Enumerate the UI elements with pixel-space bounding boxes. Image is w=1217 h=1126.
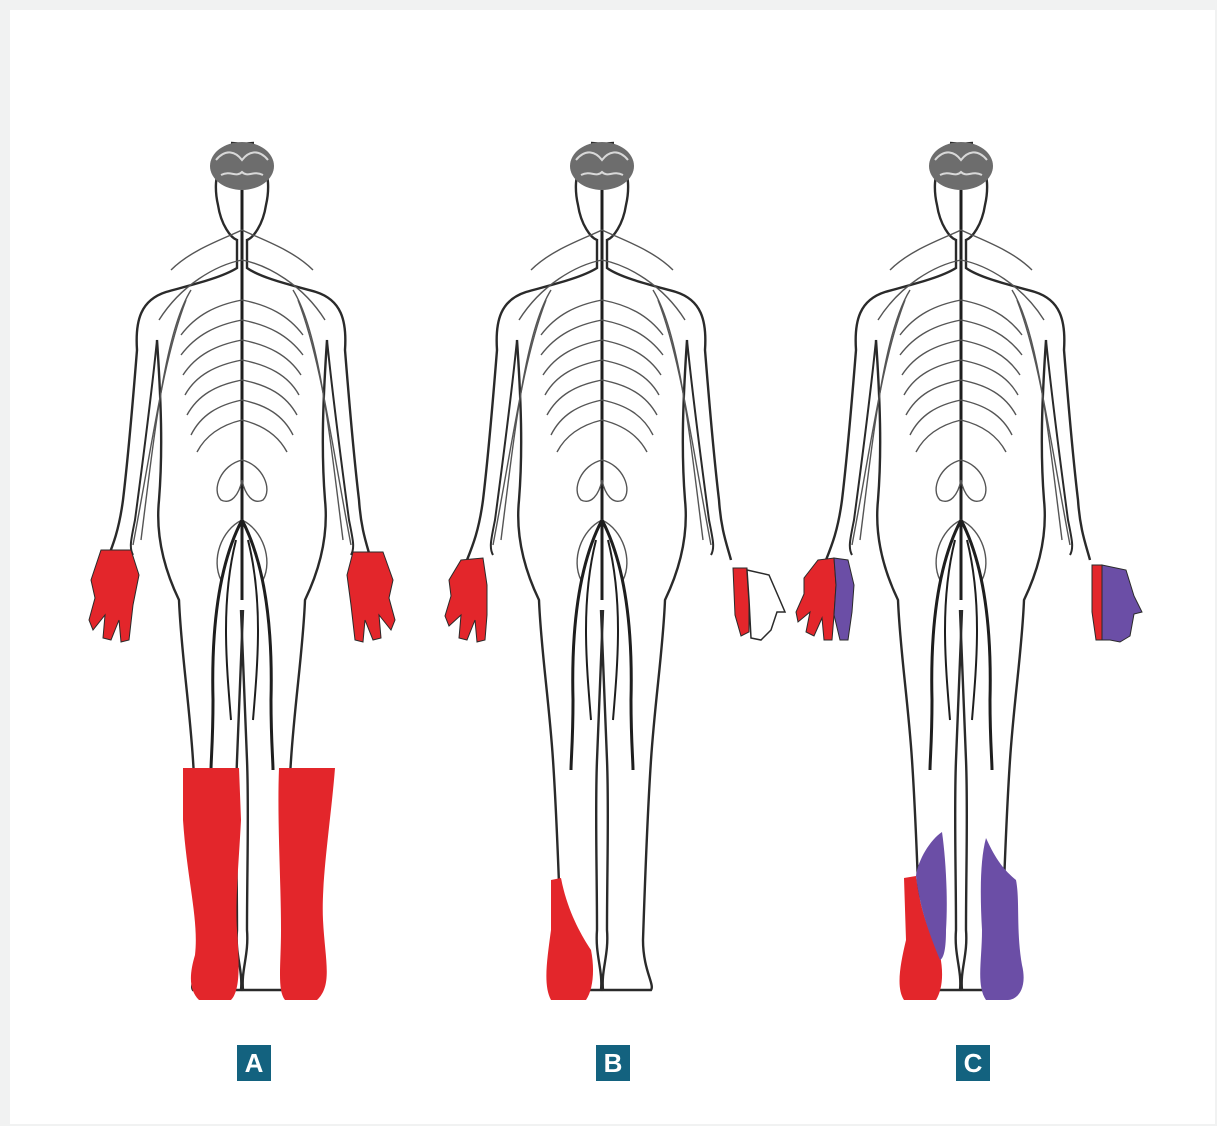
panel-label-a: A [237, 1045, 271, 1081]
right-hand-red-region [1092, 565, 1102, 640]
body-figure-c [790, 0, 1132, 1010]
left-hand-region [445, 558, 487, 642]
right-wrist-region [733, 568, 749, 636]
left-leg-region [183, 768, 241, 1000]
body-figure-a [71, 0, 413, 1010]
body-figure-b [431, 0, 773, 1010]
right-leg-purple-region [980, 838, 1023, 1000]
left-hand-region [89, 550, 139, 642]
left-hand-purple-region [834, 558, 854, 640]
right-leg-region [278, 768, 335, 1000]
left-hand-red-region [796, 558, 836, 640]
panel-label-c: C [956, 1045, 990, 1081]
left-foot-region [546, 878, 593, 1000]
panel-label-b: B [596, 1045, 630, 1081]
right-hand-region [347, 552, 395, 642]
